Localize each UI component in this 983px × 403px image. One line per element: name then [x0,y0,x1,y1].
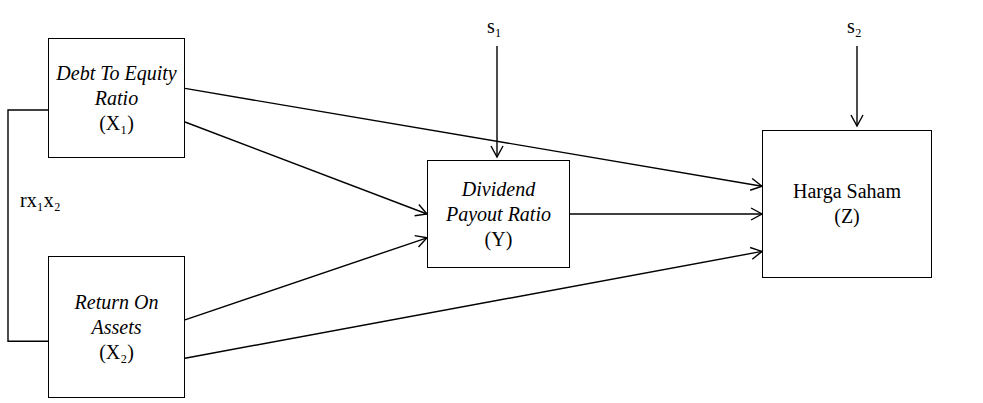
variable-symbol: (X₂) [99,340,134,365]
variable-symbol: (X₁) [99,111,134,136]
path-arrow [185,122,427,214]
correlation-line [8,110,48,341]
variable-name: Dividend Payout Ratio [434,177,563,227]
variable-box: Return On Assets(X₂) [48,256,185,398]
variable-box: Harga Saham(Z) [762,130,932,278]
variable-symbol: (Y) [485,227,513,252]
disturbance-label: s₁ [487,14,502,38]
variable-name: Harga Saham [793,179,901,204]
variable-symbol: (Z) [834,204,860,229]
variable-name: Return On Assets [55,290,178,340]
variable-name: Debt To Equity Ratio [55,61,178,111]
correlation-label: rx₁x₂ [20,188,61,212]
disturbance-label: s₂ [847,14,862,38]
variable-box: Dividend Payout Ratio(Y) [427,160,570,268]
disturbance-arrow [856,46,857,126]
path-arrow [185,238,427,320]
disturbance-arrow [496,46,497,157]
path-arrow [570,213,762,214]
variable-box: Debt To Equity Ratio(X₁) [48,38,185,158]
